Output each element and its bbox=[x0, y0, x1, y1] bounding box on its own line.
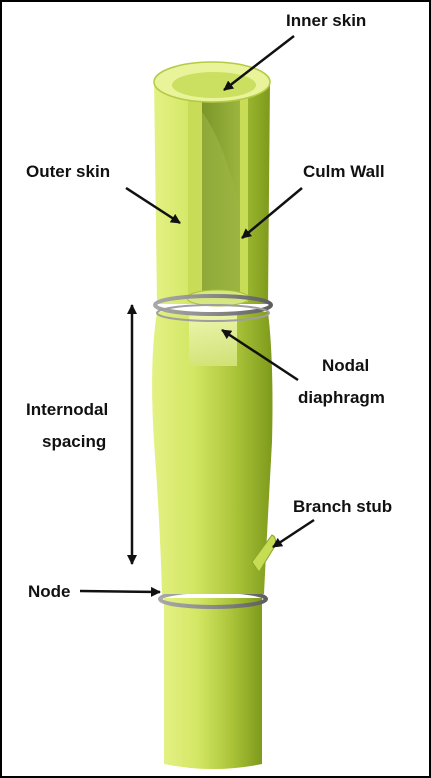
label-node: Node bbox=[28, 582, 71, 601]
arrow-nodal-diaphragm bbox=[221, 328, 299, 382]
nodal-diaphragm-shape bbox=[189, 314, 237, 366]
culm-top-hollow bbox=[172, 72, 256, 98]
arrow-culm-wall bbox=[241, 187, 303, 239]
label-culm-wall: Culm Wall bbox=[303, 162, 385, 181]
label-branch-stub: Branch stub bbox=[293, 497, 392, 516]
culm-bottom-section bbox=[164, 598, 262, 769]
arrow-branch-stub bbox=[272, 518, 315, 549]
label-internodal-spacing-1: Internodal bbox=[26, 400, 108, 419]
arrow-inner-skin bbox=[223, 35, 295, 91]
inner-skin-shading bbox=[202, 112, 240, 302]
culm-middle-internode bbox=[152, 312, 273, 594]
label-outer-skin: Outer skin bbox=[26, 162, 110, 181]
node-ring-top-lower bbox=[156, 304, 270, 322]
label-nodal-diaphragm-1: Nodal bbox=[322, 356, 369, 375]
arrow-node bbox=[79, 586, 161, 597]
culm-wall-cut-face bbox=[188, 90, 202, 302]
label-inner-skin: Inner skin bbox=[286, 11, 366, 30]
node-ring-top bbox=[153, 294, 273, 316]
arrow-outer-skin bbox=[125, 186, 181, 225]
culm-wall-cut-face-right bbox=[240, 90, 248, 302]
label-internodal-spacing-2: spacing bbox=[42, 432, 106, 451]
label-nodal-diaphragm-2: diaphragm bbox=[298, 388, 385, 407]
